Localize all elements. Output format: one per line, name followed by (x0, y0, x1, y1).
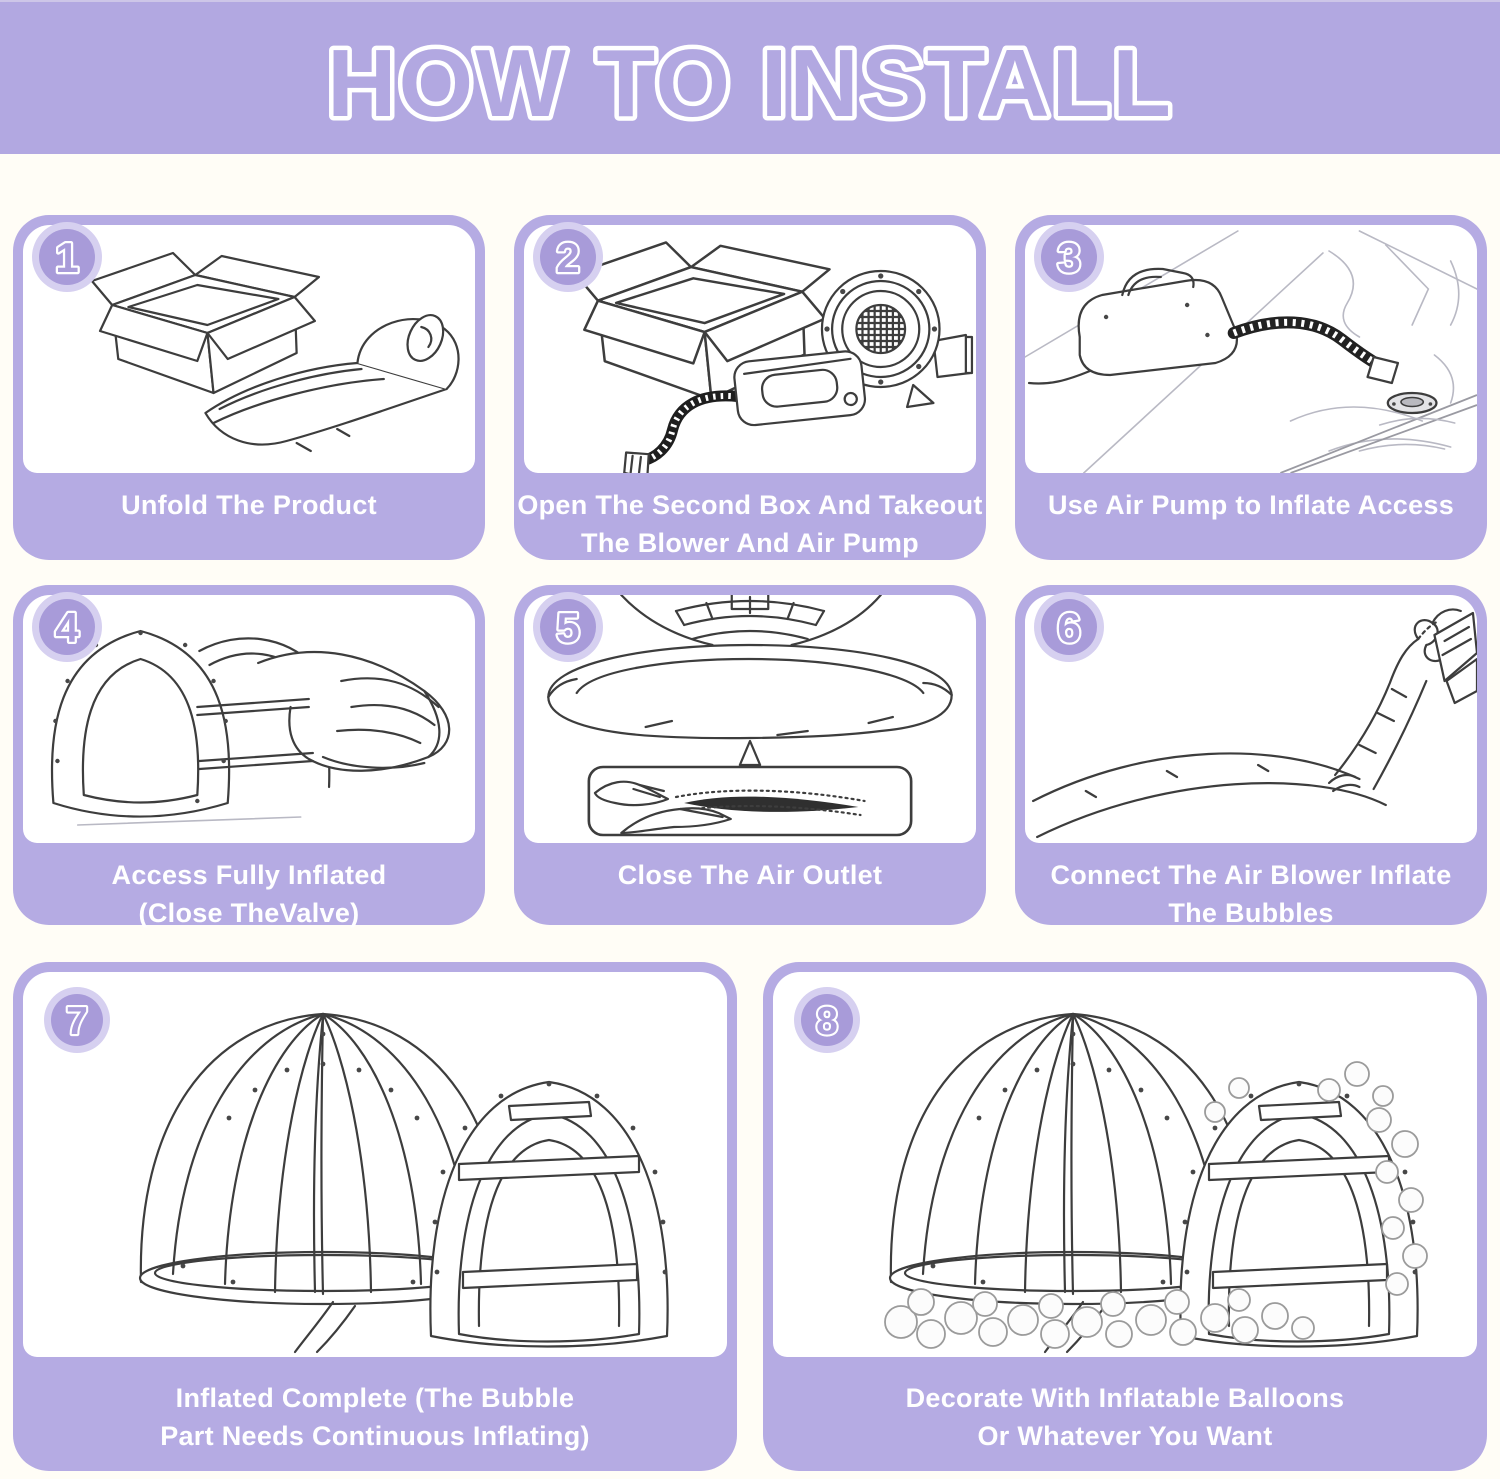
step-number-badge: 6 (1041, 599, 1097, 655)
step-5-illustration-area (524, 595, 976, 843)
step-caption: Inflated Complete (The Bubble Part Needs… (160, 1383, 590, 1451)
step-3-illustration-area (1025, 225, 1477, 473)
connect-air-blower-drawing (1031, 608, 1477, 839)
step-number: 1 (55, 234, 78, 281)
step-card-1: 1 Unfold The Product (13, 215, 485, 560)
step-caption: Access Fully Inflated (Close TheValve) (111, 860, 387, 928)
step-6-illustration-area (1025, 595, 1477, 843)
step-number-badge: 1 (39, 229, 95, 285)
step-number: 2 (556, 234, 579, 281)
step-1-illustration-area (23, 225, 475, 473)
step-number-badge: 7 (51, 994, 103, 1046)
step-number: 8 (816, 1000, 838, 1043)
step-card-4: 4 Access Fully Inflated (Close TheValve) (13, 585, 485, 928)
step-caption: Open The Second Box And Takeout The Blow… (517, 490, 983, 558)
header-band: HOW TO INSTALL (0, 0, 1500, 154)
open-box-and-folded-product-drawing (90, 251, 460, 453)
step-card-3: 3 Use Air Pump to Inflate Access (1015, 215, 1487, 560)
step-number-badge: 8 (801, 994, 853, 1046)
step-5-card: 5 Close The Air Outlet (514, 585, 986, 925)
step-caption: Connect The Air Blower Inflate The Bubbl… (1050, 860, 1452, 928)
step-2-illustration-area (524, 225, 976, 473)
header-title-art: HOW TO INSTALL (323, 26, 1176, 142)
access-tunnel-inflated-drawing (50, 629, 451, 826)
step-caption: Decorate With Inflatable Balloons Or Wha… (905, 1383, 1345, 1451)
bubble-tent-with-balloons-drawing (884, 1012, 1428, 1354)
air-pump-inflating-valve-drawing (1025, 230, 1477, 473)
step-number-badge: 2 (540, 229, 596, 285)
step-8-illustration-area (773, 972, 1477, 1357)
step-caption: Close The Air Outlet (617, 860, 883, 890)
step-card-2: 2 Open The Second Box And Takeout The Bl… (514, 215, 986, 560)
page-title: HOW TO INSTALL (327, 30, 1173, 137)
step-7-card: 7 Inflated Complete (The Bubble Part Nee… (13, 962, 737, 1471)
closing-air-outlet-drawing (547, 595, 953, 837)
balloons-cluster (884, 1061, 1428, 1349)
step-8-card: 8 Decorate With Inflatable Balloons Or W… (763, 962, 1487, 1471)
step-7-illustration-area (23, 972, 727, 1357)
bubble-tent-complete-drawing (138, 1012, 669, 1354)
step-number-badge: 3 (1041, 229, 1097, 285)
step-caption: Use Air Pump to Inflate Access (1047, 490, 1455, 520)
step-number: 7 (66, 1000, 88, 1043)
step-number: 4 (55, 604, 79, 651)
box-blower-and-air-pump-drawing (573, 241, 974, 473)
step-number: 6 (1057, 604, 1080, 651)
step-number: 3 (1057, 234, 1080, 281)
step-4-illustration-area (23, 595, 475, 843)
step-number: 5 (556, 604, 579, 651)
step-6-card: 6 Connect The Air Blower Inflate The Bub… (1015, 585, 1487, 928)
step-caption: Unfold The Product (121, 490, 377, 520)
step-number-badge: 4 (39, 599, 95, 655)
step-number-badge: 5 (540, 599, 596, 655)
